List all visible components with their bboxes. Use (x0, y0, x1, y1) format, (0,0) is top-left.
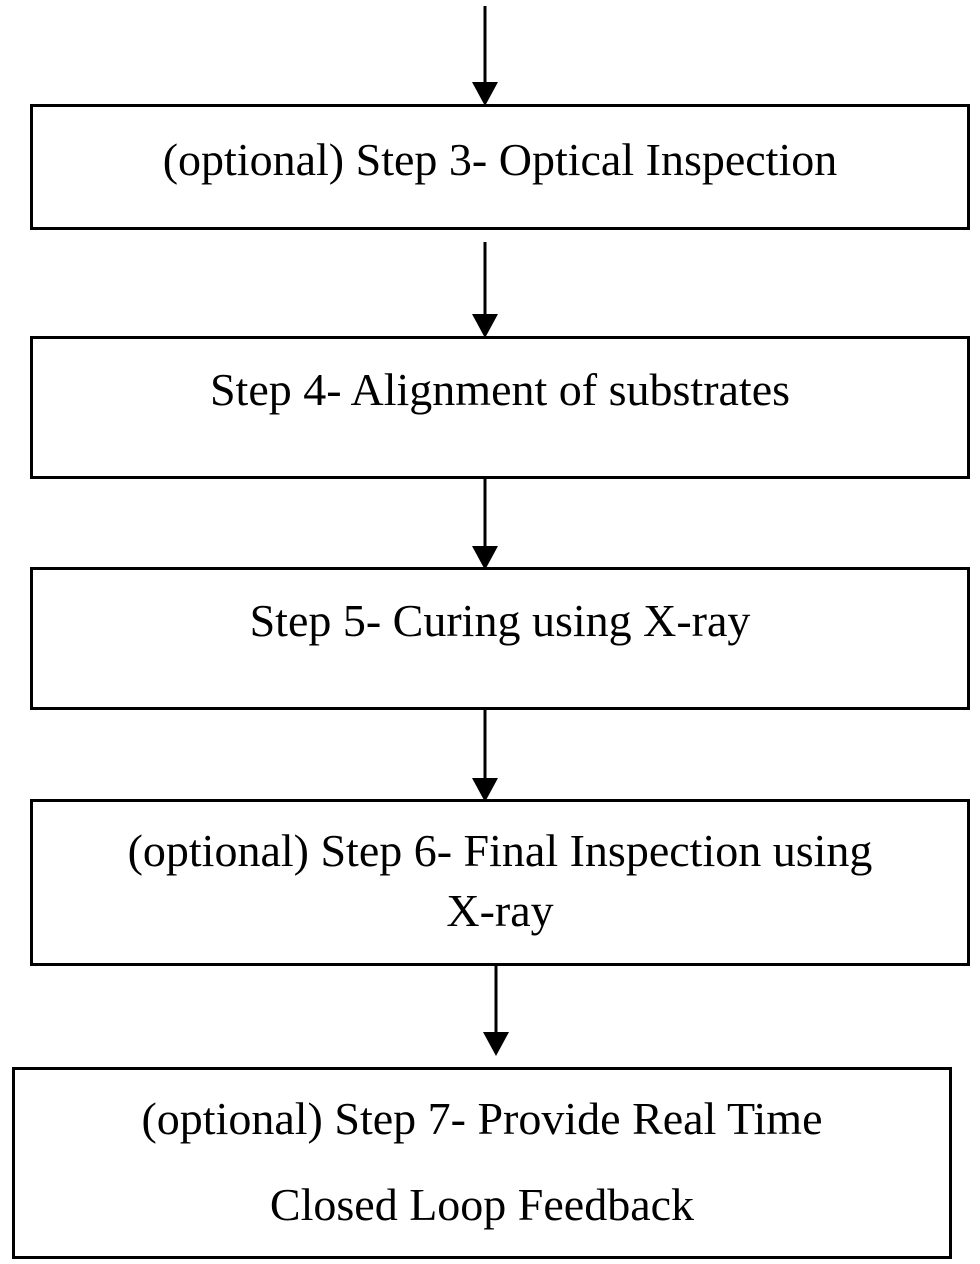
step-3-box: (optional) Step 3- Optical Inspection (30, 104, 970, 230)
step-6-box: (optional) Step 6- Final Inspection usin… (30, 799, 970, 966)
step-4-box: Step 4- Alignment of substrates (30, 336, 970, 479)
arrow-step-6-to-step-7 (483, 960, 509, 1056)
arrow-step-3-to-step-4 (472, 242, 498, 338)
arrow-into-step-3 (472, 6, 498, 106)
step-5-box: Step 5- Curing using X-ray (30, 567, 970, 710)
arrow-step-5-to-step-6 (472, 706, 498, 802)
step-4-label: Step 4- Alignment of substrates (33, 361, 967, 419)
step-5-label: Step 5- Curing using X-ray (33, 592, 967, 650)
step-6-label-line-1: (optional) Step 6- Final Inspection usin… (33, 822, 967, 880)
step-7-box: (optional) Step 7- Provide Real Time Clo… (12, 1067, 952, 1259)
step-7-label-line-2: Closed Loop Feedback (15, 1176, 949, 1234)
step-6-label-line-2: X-ray (33, 882, 967, 940)
arrow-step-4-to-step-5 (472, 474, 498, 570)
step-3-label: (optional) Step 3- Optical Inspection (33, 131, 967, 189)
step-7-label-line-1: (optional) Step 7- Provide Real Time (15, 1090, 949, 1148)
